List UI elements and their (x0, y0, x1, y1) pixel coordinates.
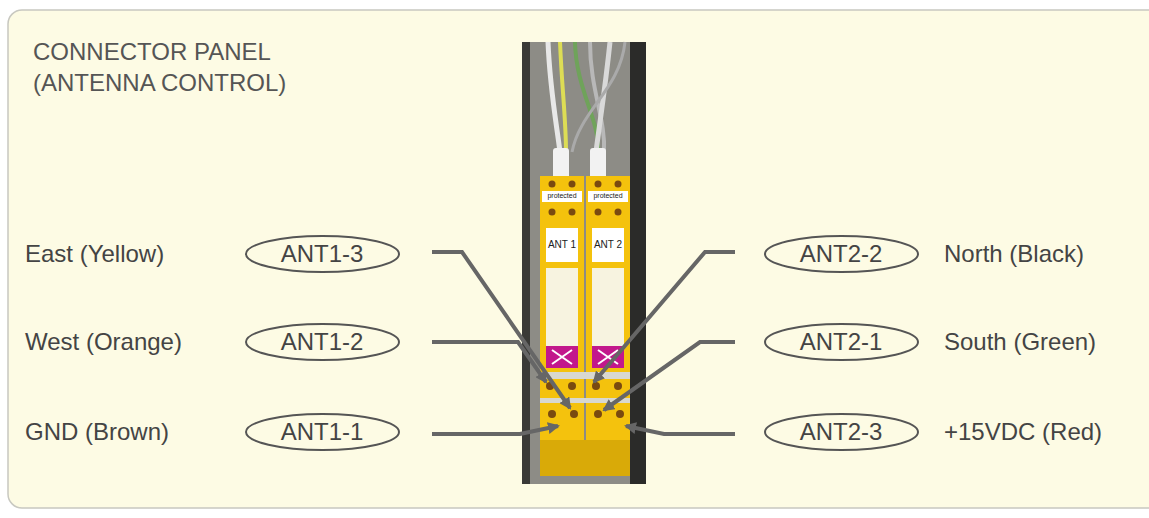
wire-color: GND (Brown) (25, 418, 169, 446)
pin-id: ANT1-2 (281, 328, 364, 356)
pin-pill: ANT1-3 (245, 235, 400, 273)
leader-line (432, 342, 546, 382)
leader-line (594, 252, 735, 382)
pin-pill: ANT2-3 (764, 413, 919, 451)
wire-color: East (Yellow) (25, 240, 164, 268)
pin-id: ANT2-2 (800, 240, 883, 268)
wire-color: +15VDC (Red) (944, 418, 1102, 446)
panel-background (8, 10, 1149, 508)
pin-pill: ANT2-1 (764, 323, 919, 361)
leader-line (432, 252, 570, 408)
leader-line (604, 342, 735, 410)
wire-color: West (Orange) (25, 328, 182, 356)
module-label: ANT 1 (546, 239, 578, 251)
pin-id: ANT2-1 (800, 328, 883, 356)
pin-id: ANT1-1 (281, 418, 364, 446)
pill-ellipse (246, 414, 399, 450)
panel-photo (522, 42, 646, 484)
pin-pill: ANT1-2 (245, 323, 400, 361)
leader-line (432, 426, 558, 434)
pin-id: ANT2-3 (800, 418, 883, 446)
leader-line (626, 426, 735, 434)
wire-color: South (Green) (944, 328, 1096, 356)
pin-id: ANT1-3 (281, 240, 364, 268)
wire-color: North (Black) (944, 240, 1084, 268)
pill-ellipse (246, 236, 399, 272)
pill-ellipse (765, 414, 918, 450)
pill-ellipse (246, 324, 399, 360)
pin-pill: ANT1-1 (245, 413, 400, 451)
module-label: ANT 2 (592, 239, 624, 251)
pill-ellipse (765, 324, 918, 360)
pin-pill: ANT2-2 (764, 235, 919, 273)
panel-title: CONNECTOR PANEL (ANTENNA CONTROL) (33, 36, 333, 98)
module-sticker: protected (542, 192, 582, 200)
pill-ellipse (765, 236, 918, 272)
leader-lines (432, 252, 735, 434)
module-sticker: protected (588, 192, 628, 200)
